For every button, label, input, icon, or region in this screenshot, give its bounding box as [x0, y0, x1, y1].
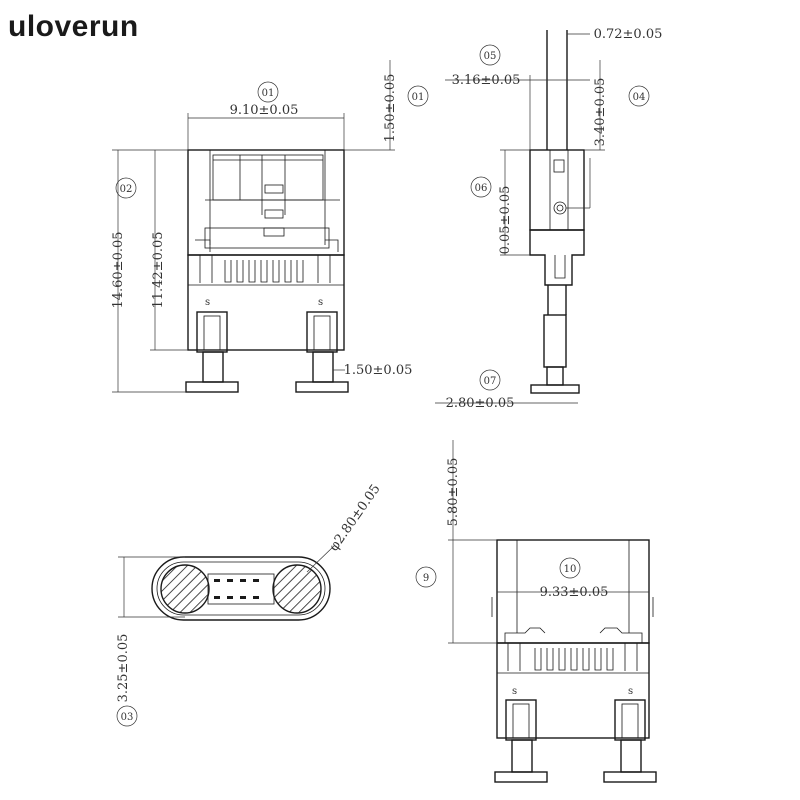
dim-rear-height: 5.80±0.05: [446, 458, 461, 527]
rear-right-leg: [614, 699, 646, 741]
svg-text:s: s: [628, 686, 633, 697]
bubble-rear-width-label: 10: [564, 564, 577, 575]
rear-view: s s 5.80±0.05 9 10 9.33±0.05: [415, 440, 657, 783]
dim-side-mid: 0.05±0.05: [498, 186, 513, 255]
bottom-left-post: [160, 564, 210, 614]
svg-text:s: s: [205, 297, 210, 308]
bubble-side-mid: [470, 176, 492, 198]
front-left-peg: [185, 381, 239, 393]
bubble-bottom-height-label: 03: [121, 712, 134, 723]
side-peg: [530, 384, 580, 394]
front-right-peg: [295, 381, 349, 393]
bubble-front-height-label: 02: [120, 184, 133, 195]
bubble-rear-height: [415, 566, 437, 588]
bubble-side-mid-label: 06: [475, 183, 488, 194]
front-view: s s 01 9.10±0.05 1.50±0.05 01 14.60±0.05…: [111, 60, 429, 393]
bottom-outline: [151, 556, 331, 621]
bubble-rear-height-label: 9: [423, 573, 429, 584]
dim-side-pin: 0.72±0.05: [594, 27, 663, 42]
rear-right-peg: [603, 771, 657, 783]
bubble-rear-width: [559, 557, 581, 579]
rear-pin-block: [496, 642, 650, 739]
side-view: 0.72±0.05 05 3.16±0.05 3.40±0.05 04 0.05…: [435, 27, 662, 411]
dim-rear-width: 9.33±0.05: [540, 585, 609, 600]
bubble-side-offset: [479, 44, 501, 66]
dim-front-peg: 1.50±0.05: [344, 363, 413, 378]
bubble-side-right: [628, 85, 650, 107]
front-left-leg: [196, 311, 228, 353]
bubble-front-top-label: 01: [412, 92, 425, 103]
bottom-view: φ2.80±0.05 3.25±0.05 03: [116, 482, 384, 727]
front-right-leg: [306, 311, 338, 353]
dim-front-width: 9.10±0.05: [230, 103, 299, 118]
bubble-side-bottom: [479, 369, 501, 391]
svg-text:s: s: [318, 297, 323, 308]
dim-side-right: 3.40±0.05: [593, 78, 608, 147]
bottom-right-post: [272, 564, 322, 614]
dim-side-offset: 3.16±0.05: [452, 73, 521, 88]
bubble-side-right-label: 04: [633, 92, 646, 103]
bubble-front-height: [115, 177, 137, 199]
side-foot: [529, 229, 585, 286]
dim-bottom-diameter: φ2.80±0.05: [327, 482, 384, 554]
bubble-side-offset-label: 05: [484, 51, 497, 62]
front-housing: [187, 149, 345, 256]
bubble-bottom-height: [116, 705, 138, 727]
dim-front-body-height: 11.42±0.05: [151, 231, 166, 308]
rear-left-leg: [505, 699, 537, 741]
dim-front-top-offset: 1.50±0.05: [383, 74, 398, 143]
bubble-side-bottom-label: 07: [484, 376, 497, 387]
brand-logo: uloverun: [8, 10, 139, 43]
bubble-front-width: [257, 81, 279, 103]
front-pin-block: [187, 254, 345, 351]
bubble-front-top: [407, 85, 429, 107]
bubble-front-width-label: 01: [262, 88, 275, 99]
dim-bottom-height: 3.25±0.05: [116, 634, 131, 703]
rear-left-peg: [494, 771, 548, 783]
side-body: [529, 149, 585, 231]
svg-text:s: s: [512, 686, 517, 697]
dim-side-bottom: 2.80±0.05: [446, 396, 515, 411]
dim-front-total-height: 14.60±0.05: [111, 231, 126, 308]
